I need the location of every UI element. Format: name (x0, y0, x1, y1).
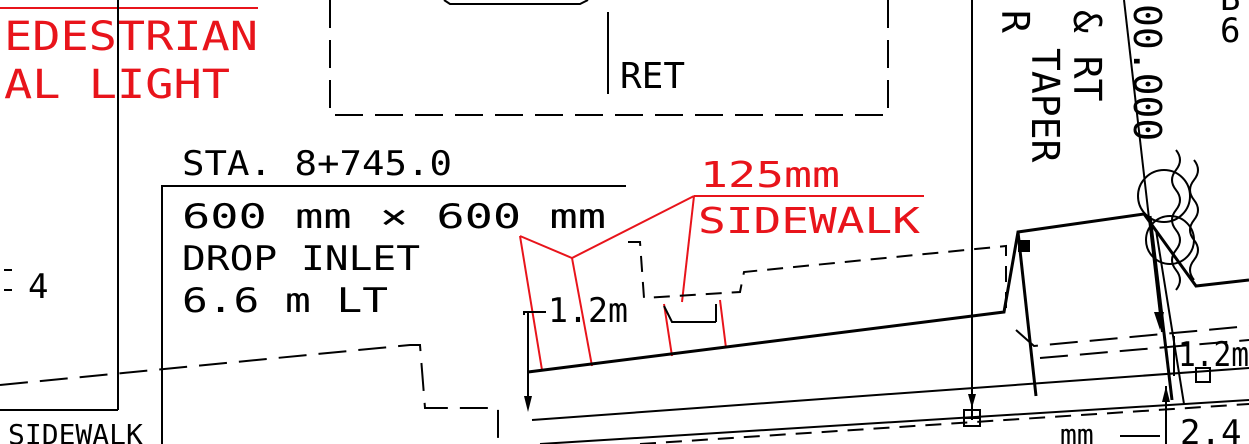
red-leader-line (681, 195, 695, 303)
right-top-num-text: 6 (1220, 11, 1240, 51)
tree-squiggle (1189, 159, 1199, 281)
tree-squiggle (1171, 149, 1181, 291)
sidewalk-bottom-text: SIDEWALK (8, 418, 143, 444)
inlet-type-text: DROP INLET (182, 239, 420, 279)
station-leader-line (1123, 0, 1163, 333)
r-partial-text: R (993, 10, 1037, 33)
survey-box (1195, 367, 1211, 383)
arrow-head (1162, 386, 1170, 402)
sidewalk-annotation: 125mm SIDEWALK (519, 155, 924, 371)
tree-canopy (1137, 169, 1191, 223)
pedestrian-light-note: EDESTRIAN AL LIGHT (0, 7, 258, 108)
inlet-wall-line (1016, 231, 1038, 397)
sidewalk-joint (719, 299, 727, 349)
curb-return-line (1148, 215, 1174, 401)
inlet-marker (1018, 240, 1030, 252)
dim-left-text: 1.2m (548, 291, 628, 331)
sidewalk-joint (663, 303, 673, 357)
arrow-head (524, 396, 532, 412)
dim-bracket (663, 305, 716, 323)
dim-right-text: 1.2m (1178, 335, 1249, 375)
right-top-b-text: B (1220, 0, 1240, 19)
taper-line1-text: & RT (1065, 10, 1109, 102)
dim-bracket (523, 311, 546, 315)
inlet-offset-text: 6.6 m LT (182, 281, 388, 321)
sidewalk-thickness-text: 125mm (700, 155, 840, 196)
road-edge-line (531, 367, 1249, 421)
inlet-size-text: 600 mm × 600 mm (182, 197, 606, 237)
curb-return-line (1155, 229, 1185, 405)
dashed-edge-line (1015, 325, 1249, 348)
structure-top-edge (443, 0, 589, 5)
left-number-text: 4 (28, 267, 48, 307)
centerline-dashed (639, 403, 1249, 444)
dashed-edge-line (1039, 339, 1249, 359)
dashed-curb-line (0, 344, 499, 444)
sidewalk-joint (519, 235, 543, 371)
arrow-head (968, 394, 976, 408)
ret-text: RET (620, 56, 685, 97)
sidewalk-joint (571, 257, 593, 367)
tree-symbol (1137, 149, 1199, 291)
station-text: STA. 8+745.0 (182, 144, 452, 184)
right-bottom-num-text: 2.4 (1180, 413, 1241, 444)
drop-inlet-callout: STA. 8+745.0 600 mm × 600 mm DROP INLET … (161, 144, 626, 444)
right-bottom-mm-text: mm (1060, 418, 1094, 444)
dashed-structure-box (329, 0, 889, 116)
taper-line2-text: TAPER (1023, 48, 1067, 163)
sidewalk-red-text: SIDEWALK (698, 201, 920, 242)
pedestrian-text: EDESTRIAN (4, 14, 258, 60)
callout-leader-frame (161, 185, 626, 444)
road-edge-line (539, 399, 1249, 444)
dashed-inlet-outline (628, 241, 1007, 310)
